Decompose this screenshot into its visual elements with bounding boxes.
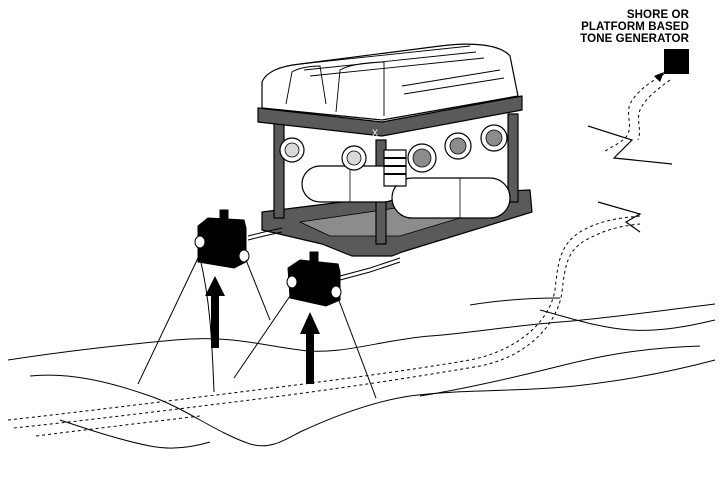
- label-line-2: PLATFORM BASED: [519, 21, 689, 33]
- tone-generator-label: SHORE OR PLATFORM BASED TONE GENERATOR: [519, 9, 689, 45]
- label-line-1: SHORE OR: [519, 9, 689, 21]
- seabed-contours: [8, 298, 715, 448]
- tone-generator-box-icon: [654, 49, 689, 82]
- label-line-3: TONE GENERATOR: [519, 33, 689, 45]
- lightning-signal-icon: [588, 126, 672, 232]
- svg-text:X: X: [372, 128, 378, 138]
- rov-vehicle-icon: X: [258, 44, 532, 256]
